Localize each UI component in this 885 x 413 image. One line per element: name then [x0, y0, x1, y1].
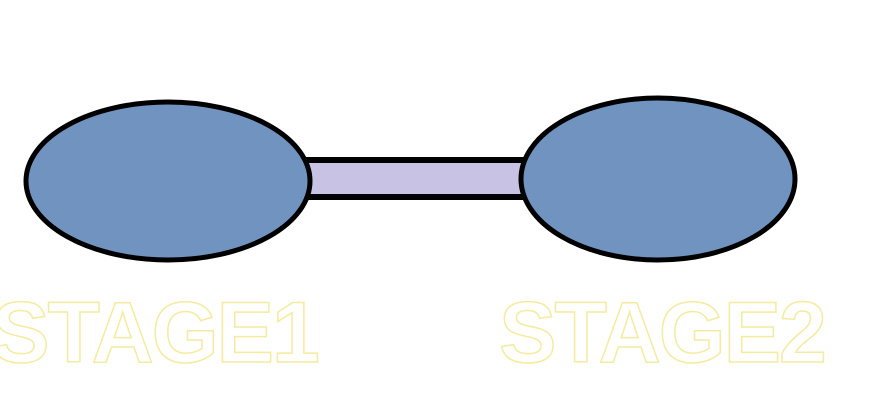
- stage-1-node: [23, 99, 313, 263]
- stage-connector: [293, 157, 539, 200]
- stage-2-node: [518, 95, 798, 263]
- stage-1-label: STAGE1: [0, 285, 318, 381]
- stage-2-label: STAGE2: [499, 285, 825, 381]
